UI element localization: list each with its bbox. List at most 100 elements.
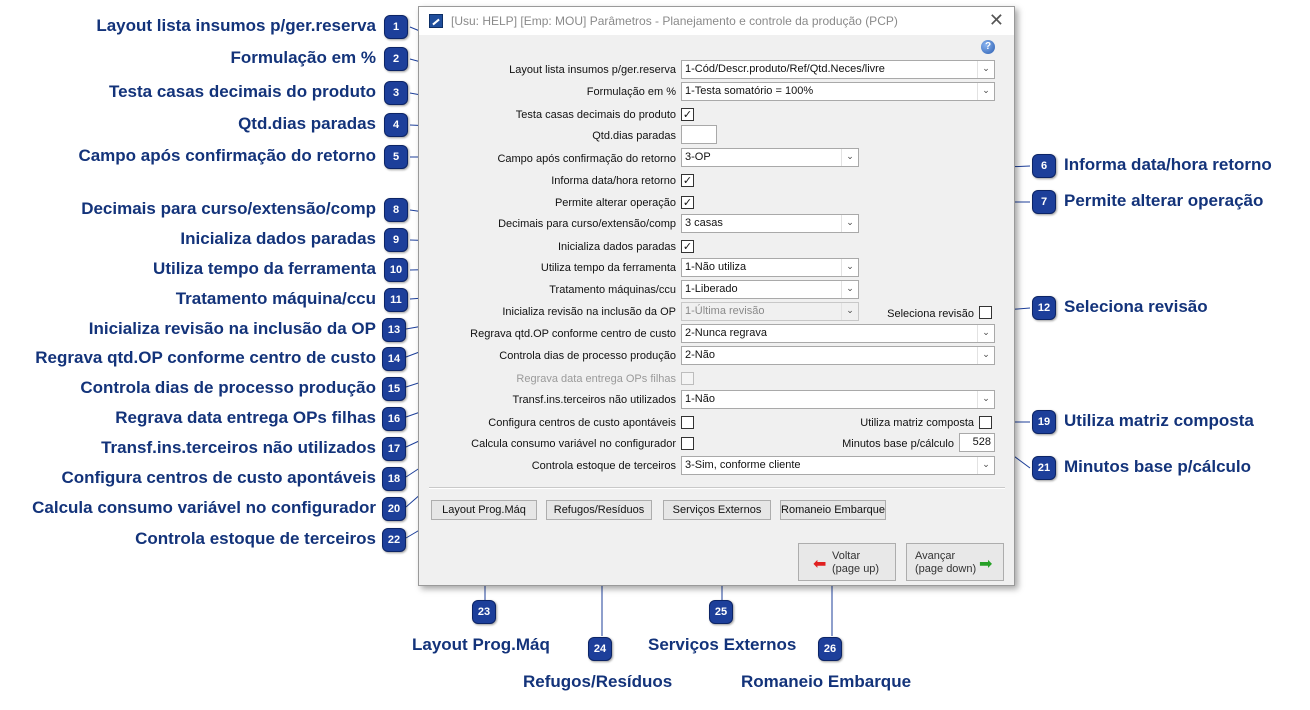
inicializa-revisao-select: 1-Última revisão ⌄ — [681, 302, 859, 321]
title-bar: [Usu: HELP] [Emp: MOU] Parâmetros - Plan… — [419, 7, 1014, 35]
callout-24-badge: 24 — [588, 637, 612, 661]
voltar-button[interactable]: ⬅ Voltar (page up) — [798, 543, 896, 581]
calcula-consumo-checkbox[interactable] — [681, 437, 694, 450]
decimais-curso-label: Decimais para curso/extensão/comp — [498, 218, 676, 230]
chevron-down-icon[interactable]: ⌄ — [841, 149, 858, 166]
campo-apos-select[interactable]: 3-OP ⌄ — [681, 148, 859, 167]
utiliza-matriz-checkbox[interactable] — [979, 416, 992, 429]
campo-apos-value: 3-OP — [685, 151, 711, 163]
formulacao-select[interactable]: 1-Testa somatório = 100% ⌄ — [681, 82, 995, 101]
voltar-label: Voltar — [832, 550, 861, 562]
controla-dias-select[interactable]: 2-Não ⌄ — [681, 346, 995, 365]
callout-2-badge: 2 — [384, 47, 408, 71]
callout-13-text: Inicializa revisão na inclusão da OP — [88, 319, 376, 338]
callout-16-badge: 16 — [382, 407, 406, 431]
callout-5-badge: 5 — [384, 145, 408, 169]
callout-7-badge: 7 — [1032, 190, 1056, 214]
controla-estoque-select[interactable]: 3-Sim, conforme cliente ⌄ — [681, 456, 995, 475]
configura-centros-label: Configura centros de custo apontáveis — [488, 417, 676, 429]
chevron-down-icon[interactable]: ⌄ — [841, 215, 858, 232]
callout-5-text: Campo após confirmação do retorno — [78, 146, 376, 165]
chevron-down-icon[interactable]: ⌄ — [841, 259, 858, 276]
regrava-qtd-select[interactable]: 2-Nunca regrava ⌄ — [681, 324, 995, 343]
chevron-down-icon[interactable]: ⌄ — [977, 61, 994, 78]
callout-24-text: Refugos/Resíduos — [523, 672, 673, 691]
layout-lista-select[interactable]: 1-Cód/Descr.produto/Ref/Qtd.Neces/livre … — [681, 60, 995, 79]
callout-7-text: Permite alterar operação — [1064, 191, 1264, 210]
chevron-down-icon[interactable]: ⌄ — [977, 325, 994, 342]
callout-14-text: Regrava qtd.OP conforme centro de custo — [35, 348, 376, 367]
controla-dias-value: 2-Não — [685, 349, 715, 361]
layout-prog-button[interactable]: Layout Prog.Máq — [431, 500, 537, 520]
transf-ins-select[interactable]: 1-Não ⌄ — [681, 390, 995, 409]
seleciona-revisao-checkbox[interactable] — [979, 306, 992, 319]
configura-centros-checkbox[interactable] — [681, 416, 694, 429]
callout-3-text: Testa casas decimais do produto — [108, 82, 376, 101]
callout-12-badge: 12 — [1032, 296, 1056, 320]
tratamento-value: 1-Liberado — [685, 283, 738, 295]
formulacao-value: 1-Testa somatório = 100% — [685, 85, 814, 97]
callout-14-badge: 14 — [382, 347, 406, 371]
chevron-down-icon[interactable]: ⌄ — [977, 347, 994, 364]
callout-13-badge: 13 — [382, 318, 406, 342]
callout-20-badge: 20 — [382, 497, 406, 521]
forward-arrow-icon: ➡ — [979, 554, 993, 573]
inicializa-dados-checkbox[interactable]: ✓ — [681, 240, 694, 253]
informa-data-checkbox[interactable]: ✓ — [681, 174, 694, 187]
close-icon[interactable]: ✕ — [988, 10, 1004, 31]
callout-18-badge: 18 — [382, 467, 406, 491]
refugos-button[interactable]: Refugos/Resíduos — [546, 500, 652, 520]
tratamento-select[interactable]: 1-Liberado ⌄ — [681, 280, 859, 299]
callout-11-badge: 11 — [384, 288, 408, 312]
callout-1-badge: 1 — [384, 15, 408, 39]
minutos-base-input[interactable]: 528 — [959, 433, 995, 452]
callout-8-text: Decimais para curso/extensão/comp — [81, 199, 376, 218]
informa-data-label: Informa data/hora retorno — [551, 175, 676, 187]
inicializa-revisao-label: Inicializa revisão na inclusão da OP — [502, 306, 676, 318]
callout-25-text: Serviços Externos — [648, 635, 797, 654]
callout-17-badge: 17 — [382, 437, 406, 461]
callout-21-text: Minutos base p/cálculo — [1064, 457, 1252, 476]
callout-16-text: Regrava data entrega OPs filhas — [115, 408, 376, 427]
callout-3-badge: 3 — [384, 81, 408, 105]
formulacao-label: Formulação em % — [586, 86, 676, 98]
callout-11-text: Tratamento máquina/ccu — [175, 289, 376, 308]
chevron-down-icon[interactable]: ⌄ — [977, 457, 994, 474]
callout-4-text: Qtd.dias paradas — [238, 114, 376, 133]
permite-alterar-checkbox[interactable]: ✓ — [681, 196, 694, 209]
callout-15-badge: 15 — [382, 377, 406, 401]
regrava-qtd-value: 2-Nunca regrava — [685, 327, 767, 339]
chevron-down-icon[interactable]: ⌄ — [977, 391, 994, 408]
window-title: [Usu: HELP] [Emp: MOU] Parâmetros - Plan… — [451, 14, 898, 28]
qtd-dias-label: Qtd.dias paradas — [592, 130, 676, 142]
callout-6-badge: 6 — [1032, 154, 1056, 178]
romaneio-button[interactable]: Romaneio Embarque — [780, 500, 886, 520]
avancar-hint: (page down) — [915, 563, 977, 575]
controla-estoque-label: Controla estoque de terceiros — [531, 460, 676, 472]
app-icon — [429, 14, 443, 28]
callout-4-badge: 4 — [384, 113, 408, 137]
regrava-data-checkbox — [681, 372, 694, 385]
servicos-externos-button[interactable]: Serviços Externos — [663, 500, 771, 520]
callout-23-text: Layout Prog.Máq — [412, 635, 550, 654]
decimais-curso-value: 3 casas — [685, 217, 723, 229]
callout-10-text: Utiliza tempo da ferramenta — [153, 259, 376, 278]
callout-8-badge: 8 — [384, 198, 408, 222]
qtd-dias-input[interactable] — [681, 125, 717, 144]
avancar-button[interactable]: Avançar (page down) ➡ — [906, 543, 1004, 581]
help-icon[interactable]: ? — [981, 40, 995, 54]
testa-casas-label: Testa casas decimais do produto — [515, 109, 676, 121]
separator — [429, 487, 1005, 489]
utiliza-tempo-select[interactable]: 1-Não utiliza ⌄ — [681, 258, 859, 277]
decimais-curso-select[interactable]: 3 casas ⌄ — [681, 214, 859, 233]
controla-dias-label: Controla dias de processo produção — [499, 350, 676, 362]
layout-lista-label: Layout lista insumos p/ger.reserva — [509, 64, 676, 76]
callout-21-badge: 21 — [1032, 456, 1056, 480]
regrava-data-label: Regrava data entrega OPs filhas — [516, 373, 676, 385]
utiliza-matriz-label: Utiliza matriz composta — [860, 417, 974, 429]
voltar-hint: (page up) — [832, 563, 880, 575]
testa-casas-checkbox[interactable]: ✓ — [681, 108, 694, 121]
callout-23-badge: 23 — [472, 600, 496, 624]
chevron-down-icon[interactable]: ⌄ — [977, 83, 994, 100]
chevron-down-icon[interactable]: ⌄ — [841, 281, 858, 298]
